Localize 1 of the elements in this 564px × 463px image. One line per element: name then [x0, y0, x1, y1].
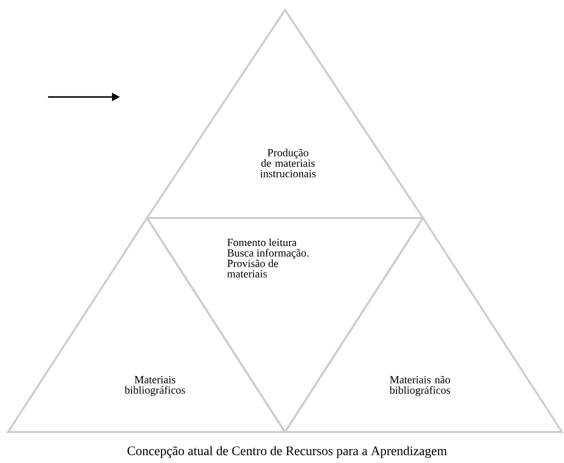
- caption: Concepção atual de Centro de Recursos para a Aprendizagem: [128, 446, 447, 458]
